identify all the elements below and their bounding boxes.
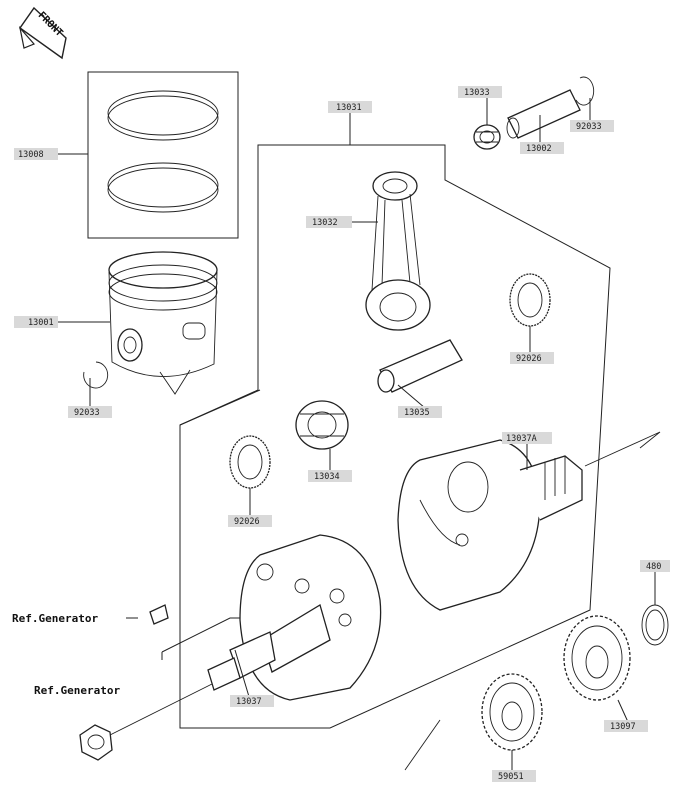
label-92026-lower: 92026 xyxy=(228,515,272,527)
thrust-washer-lower xyxy=(229,435,271,489)
label-59051: 59051 xyxy=(492,770,536,782)
label-92033-right: 92033 xyxy=(570,120,614,132)
svg-text:92033: 92033 xyxy=(74,408,100,418)
thrust-washer-upper xyxy=(509,273,551,327)
crankshaft-assembly-boundary xyxy=(179,120,611,729)
svg-text:13097: 13097 xyxy=(610,722,636,732)
woodruff-key xyxy=(149,604,169,625)
svg-text:92026: 92026 xyxy=(516,354,542,364)
circlip-480 xyxy=(641,604,669,646)
svg-text:13001: 13001 xyxy=(28,318,54,328)
svg-text:59051: 59051 xyxy=(498,772,524,782)
big-end-bearing xyxy=(295,400,349,450)
crank-pin xyxy=(377,339,463,393)
svg-text:13035: 13035 xyxy=(404,408,430,418)
label-92026-upper: 92026 xyxy=(510,352,554,364)
label-13097: 13097 xyxy=(604,720,648,732)
piston xyxy=(108,251,218,395)
label-13002: 13002 xyxy=(520,142,564,154)
piston-pin xyxy=(506,89,581,139)
label-13001: 13001 xyxy=(14,316,58,328)
svg-text:13034: 13034 xyxy=(314,472,340,482)
svg-text:480: 480 xyxy=(646,562,661,572)
label-13037A: 13037A xyxy=(502,432,552,444)
label-13032: 13032 xyxy=(306,216,352,228)
small-end-bearing xyxy=(473,124,501,150)
ref-generator-bottom: Ref.Generator xyxy=(34,684,120,697)
svg-text:13033: 13033 xyxy=(464,88,490,98)
ref-generator-top: Ref.Generator xyxy=(12,612,98,625)
generator-ref-lines xyxy=(126,389,441,771)
connecting-rod xyxy=(365,171,431,331)
crankshaft-nut xyxy=(79,724,113,761)
left-crank-flywheel xyxy=(99,534,382,741)
svg-text:92026: 92026 xyxy=(234,517,260,527)
svg-text:13032: 13032 xyxy=(312,218,338,228)
svg-text:92033: 92033 xyxy=(576,122,602,132)
label-13031: 13031 xyxy=(328,101,372,113)
svg-text:13037: 13037 xyxy=(236,697,262,707)
front-direction-badge: FRONT xyxy=(18,6,67,60)
label-13037: 13037 xyxy=(230,695,274,707)
svg-text:13031: 13031 xyxy=(336,103,362,113)
label-13033: 13033 xyxy=(458,86,502,98)
piston-pin-clip-left xyxy=(83,361,109,389)
svg-text:13002: 13002 xyxy=(526,144,552,154)
svg-text:13037A: 13037A xyxy=(506,434,537,444)
label-13035: 13035 xyxy=(398,406,442,418)
piston-pin-clip-right xyxy=(575,76,595,106)
label-92033-left: 92033 xyxy=(68,406,112,418)
label-13034: 13034 xyxy=(308,470,352,482)
leader-lines xyxy=(58,96,656,770)
label-13008: 13008 xyxy=(14,148,58,160)
gear-59051 xyxy=(481,673,543,751)
label-480: 480 xyxy=(640,560,670,572)
gear-13097 xyxy=(563,615,631,701)
right-crank-flywheel xyxy=(397,431,661,611)
piston-ring-set xyxy=(87,71,239,239)
svg-text:13008: 13008 xyxy=(18,150,44,160)
